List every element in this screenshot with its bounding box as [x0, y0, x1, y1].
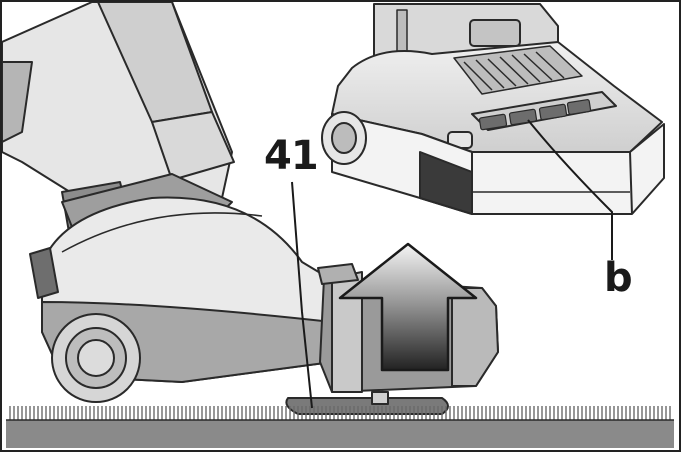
leader-line-b — [527, 119, 613, 260]
callout-b: b — [604, 255, 633, 301]
vent-grille — [453, 45, 583, 95]
carpet-floor — [6, 406, 674, 448]
leader-line-41 — [291, 181, 313, 409]
callout-41: 41 — [264, 133, 319, 179]
inset-vacuum — [321, 3, 665, 215]
airflow-arrow — [338, 242, 478, 372]
